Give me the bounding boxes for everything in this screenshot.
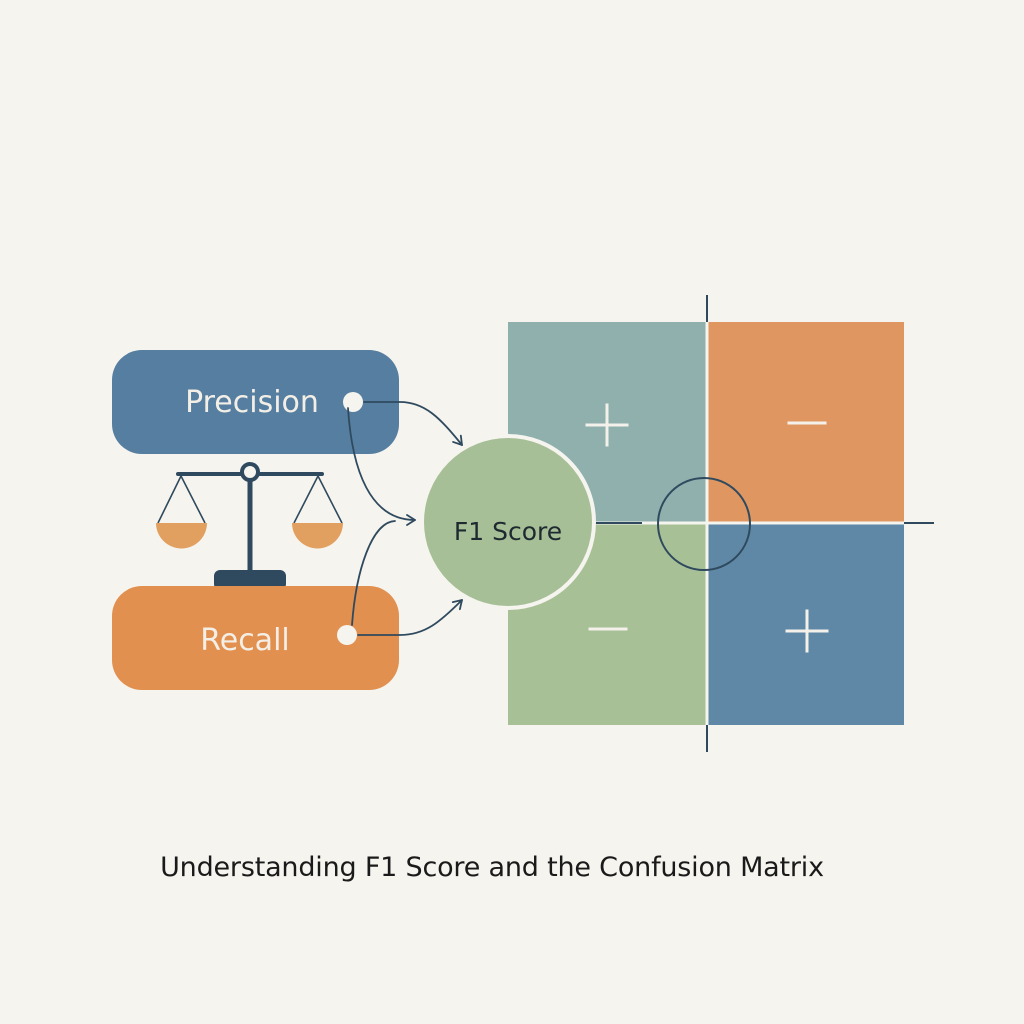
recall-label: Recall: [200, 623, 290, 658]
precision-connector-dot: [343, 392, 363, 412]
recall-to-f1-arrow: [357, 599, 463, 636]
diagram-caption: Understanding F1 Score and the Confusion…: [160, 852, 824, 883]
connector-arrows: [347, 401, 463, 636]
f1-score-node: F1 Score: [420, 434, 596, 610]
plus-icon: [785, 609, 829, 653]
precision-to-f1-arrow: [363, 401, 463, 446]
precision-merge-arrow: [347, 407, 416, 526]
recall-box: Recall: [112, 586, 399, 690]
confusion-matrix: [508, 295, 934, 752]
matrix-center-ring: [657, 477, 751, 571]
precision-label: Precision: [185, 385, 319, 420]
recall-merge-arrow: [351, 520, 396, 626]
recall-connector-dot: [337, 625, 357, 645]
plus-icon: [585, 403, 629, 447]
precision-box: Precision: [112, 350, 399, 454]
f1-score-label: F1 Score: [454, 517, 562, 546]
balance-scale-icon: [156, 462, 343, 590]
